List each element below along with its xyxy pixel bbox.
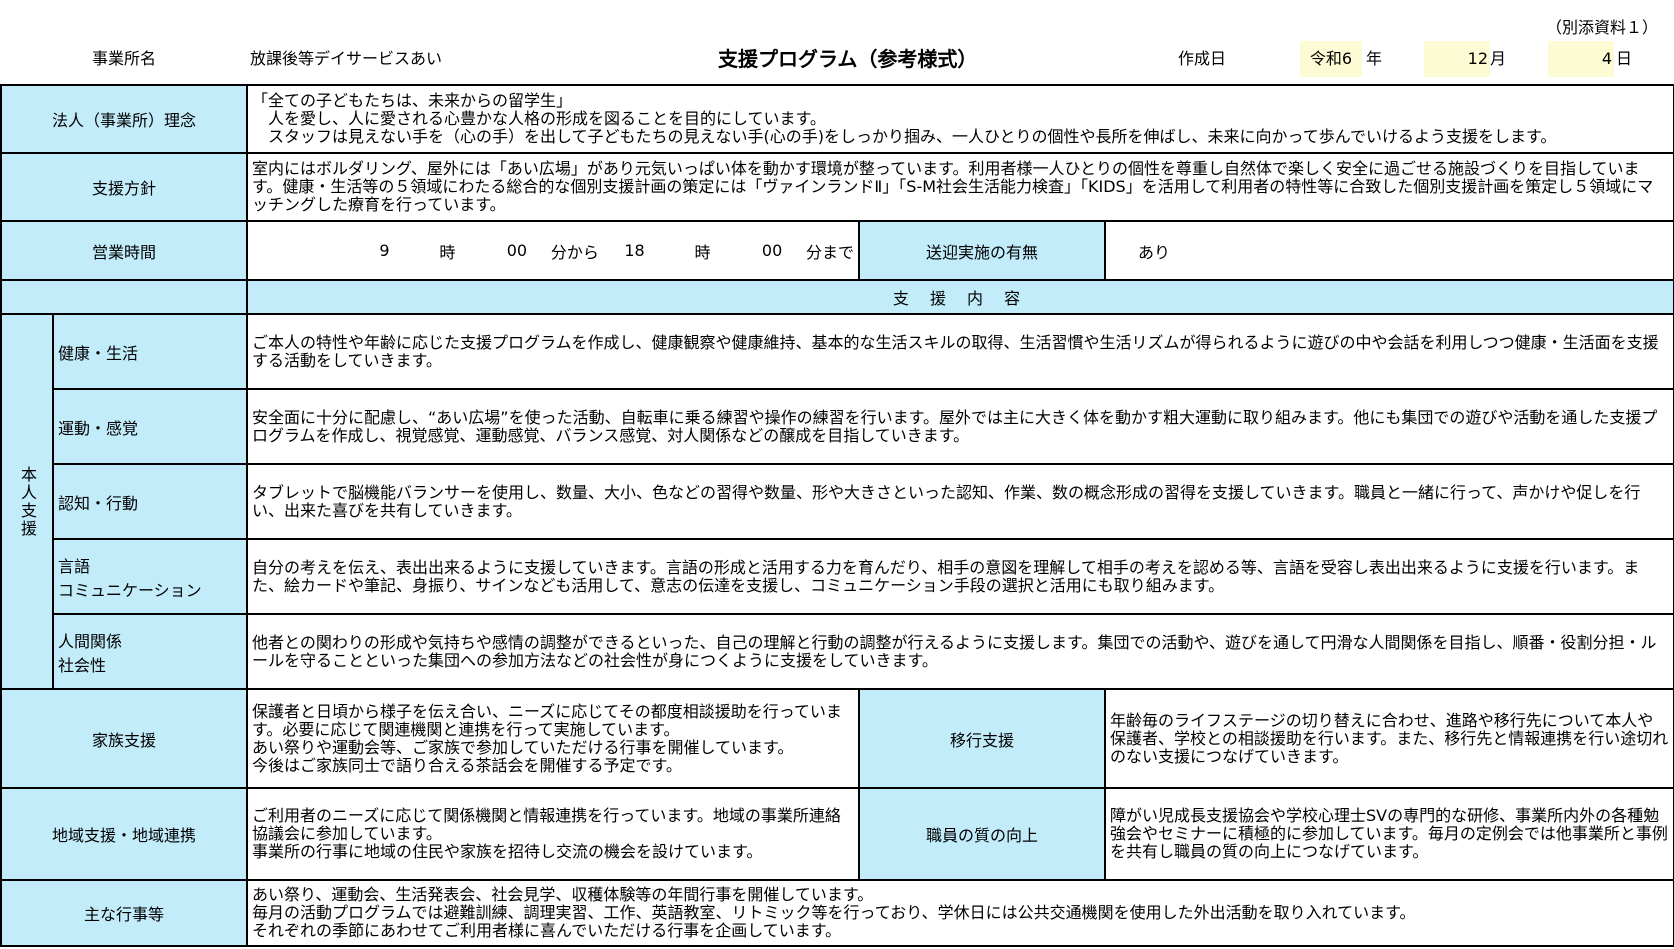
events-line: それぞれの季節にあわせてご利用者様に喜んでいただける行事を企画しています。 [252, 921, 842, 940]
end-hour: 18 [624, 241, 645, 260]
policy-row: 支援方針 室内にはボルダリング、屋外には「あい広場」があり元気いっぱい体を動かす… [0, 152, 1674, 222]
month-field: 12 [1424, 41, 1490, 77]
staff-quality-label: 職員の質の向上 [858, 787, 1107, 881]
domain-label: 健康・生活 [51, 313, 249, 390]
hour-unit: 時 [694, 242, 711, 262]
page-title: 支援プログラム（参考様式） [718, 47, 978, 71]
reference-note: （別添資料１） [1545, 18, 1658, 37]
transport-value: あり [1104, 220, 1674, 281]
domain-row: 本人支援 健康・生活 ご本人の特性や年齢に応じた支援プログラムを作成し、健康観察… [0, 313, 1674, 690]
support-program-table: 法人（事業所）理念 「全ての子どもたちは、未来からの留学生」 人を愛し、人に愛さ… [0, 84, 1674, 947]
domain-label: 言語 コミュニケーション [51, 538, 249, 615]
start-minute: 00 [506, 241, 528, 260]
support-section-title: 支 援 内 容 [246, 279, 1674, 315]
community-line: 事業所の行事に地域の住民や家族を招待し交流の機会を設けています。 [252, 842, 763, 861]
domain-label: 認知・行動 [51, 463, 249, 540]
domain-label-line: 社会性 [58, 655, 107, 675]
start-hour: 9 [379, 241, 390, 260]
events-text: あい祭り、運動会、生活発表会、社会見学、収穫体験等の年間行事を開催しています。 … [246, 879, 1674, 947]
support-section-row: 支 援 内 容 [0, 279, 1674, 315]
domain-label: 運動・感覚 [51, 388, 249, 465]
day-unit: 日 [1616, 49, 1633, 68]
staff-quality-text: 障がい児成長支援協会や学校心理士SVの専門的な研修、事業所内外の各種勉強会やセミ… [1104, 787, 1674, 881]
transition-support-label: 移行支援 [858, 688, 1107, 789]
domain-row: 運動・感覚 安全面に十分に配慮し、“あい広場”を使った活動、自転車に乗る練習や操… [1, 388, 1674, 465]
family-transition-row: 家族支援 保護者と日頃から様子を伝え合い、ニーズに応じてその都度相談援助を行って… [0, 688, 1674, 789]
year-unit: 年 [1366, 49, 1383, 68]
domain-label-line: 人間関係 [58, 631, 123, 651]
domain-label-line: コミュニケーション [58, 580, 202, 600]
community-staff-row: 地域支援・地域連携 ご利用者のニーズに応じて関係機関と情報連携を行っています。地… [0, 787, 1674, 881]
events-line: あい祭り、運動会、生活発表会、社会見学、収穫体験等の年間行事を開催しています。 [252, 885, 874, 904]
family-line: あい祭りや運動会等、ご家族で参加していただける行事を開催しています。 [252, 737, 794, 757]
end-minute: 00 [761, 241, 783, 260]
philosophy-line: スタッフは見えない手を（心の手）を出して子どもたちの見えない手(心の手)をしっか… [252, 127, 1557, 146]
family-support-text: 保護者と日頃から様子を伝え合い、ニーズに応じてその都度相談援助を行っています。必… [246, 688, 861, 789]
philosophy-label: 法人（事業所）理念 [0, 84, 249, 154]
domain-row: 認知・行動 タブレットで脳機能バランサーを使用し、数量、大小、色などの習得や数量… [1, 463, 1674, 540]
domain-label: 人間関係 社会性 [51, 613, 249, 690]
events-label: 主な行事等 [0, 879, 249, 947]
day-field: 4 [1548, 41, 1614, 77]
philosophy-line: 人を愛し、人に愛される心豊かな人格の形成を図ることを目的にしています。 [252, 109, 826, 128]
policy-label: 支援方針 [0, 152, 249, 222]
philosophy-line: 「全ての子どもたちは、未来からの留学生」 [252, 91, 573, 110]
family-line: 保護者と日頃から様子を伝え合い、ニーズに応じてその都度相談援助を行っています。必… [252, 701, 842, 739]
family-support-label: 家族支援 [0, 688, 249, 789]
domain-text: 他者との関わりの形成や気持ちや感情の調整ができるといった、自己の理解と行動の調整… [246, 613, 1674, 690]
created-date-label: 作成日 [1178, 49, 1227, 68]
community-line: ご利用者のニーズに応じて関係機関と情報連携を行っています。地域の事業所連絡協議会… [252, 806, 841, 843]
domain-text: 安全面に十分に配慮し、“あい広場”を使った活動、自転車に乗る練習や操作の練習を行… [246, 388, 1674, 465]
office-name: 放課後等デイサービスあい [250, 49, 443, 68]
hours-value: 9 時 00 分から 18 時 00 分まで [246, 220, 861, 281]
domain-row: 人間関係 社会性 他者との関わりの形成や気持ちや感情の調整ができるといった、自己… [1, 613, 1674, 690]
domain-text: ご本人の特性や年齢に応じた支援プログラムを作成し、健康観察や健康維持、基本的な生… [246, 313, 1674, 390]
hours-label: 営業時間 [0, 220, 249, 281]
hour-unit: 時 [439, 242, 456, 262]
until-text: 分まで [806, 242, 855, 262]
transition-support-text: 年齢毎のライフステージの切り替えに合わせ、進路や移行先について本人や保護者、学校… [1104, 688, 1674, 789]
community-support-label: 地域支援・地域連携 [0, 787, 249, 881]
domain-row: 言語 コミュニケーション 自分の考えを伝え、表出出来るように支援していきます。言… [1, 538, 1674, 615]
domain-text: 自分の考えを伝え、表出出来るように支援していきます。言語の形成と活用する力を育ん… [246, 538, 1674, 615]
personal-support-label: 本人支援 [0, 313, 54, 690]
family-line: 今後はご家族同士で語り合える茶話会を開催する予定です。 [252, 755, 682, 775]
community-support-text: ご利用者のニーズに応じて関係機関と情報連携を行っています。地域の事業所連絡協議会… [246, 787, 861, 881]
events-row: 主な行事等 あい祭り、運動会、生活発表会、社会見学、収穫体験等の年間行事を開催し… [0, 879, 1674, 947]
policy-text: 室内にはボルダリング、屋外には「あい広場」があり元気いっぱい体を動かす環境が整っ… [246, 152, 1674, 222]
domain-text: タブレットで脳機能バランサーを使用し、数量、大小、色などの習得や数量、形や大きさ… [246, 463, 1674, 540]
hours-row: 営業時間 9 時 00 分から 18 時 00 分まで 送迎実施の有無 あり [0, 220, 1674, 281]
month-unit: 月 [1490, 49, 1507, 68]
events-line: 毎月の活動プログラムでは避難訓練、調理実習、工作、英語教室、リトミック等を行って… [252, 903, 1416, 922]
from-text: 分から [550, 242, 599, 262]
office-label: 事業所名 [92, 49, 157, 68]
domain-label-line: 言語 [58, 556, 91, 576]
personal-support-label-text: 本人支援 [18, 465, 37, 538]
philosophy-text: 「全ての子どもたちは、未来からの留学生」 人を愛し、人に愛される心豊かな人格の形… [246, 84, 1674, 154]
section-spacer [0, 279, 249, 315]
philosophy-row: 法人（事業所）理念 「全ての子どもたちは、未来からの留学生」 人を愛し、人に愛さ… [0, 84, 1674, 154]
transport-label: 送迎実施の有無 [858, 220, 1107, 281]
era-year-field: 令和6 [1300, 41, 1362, 77]
